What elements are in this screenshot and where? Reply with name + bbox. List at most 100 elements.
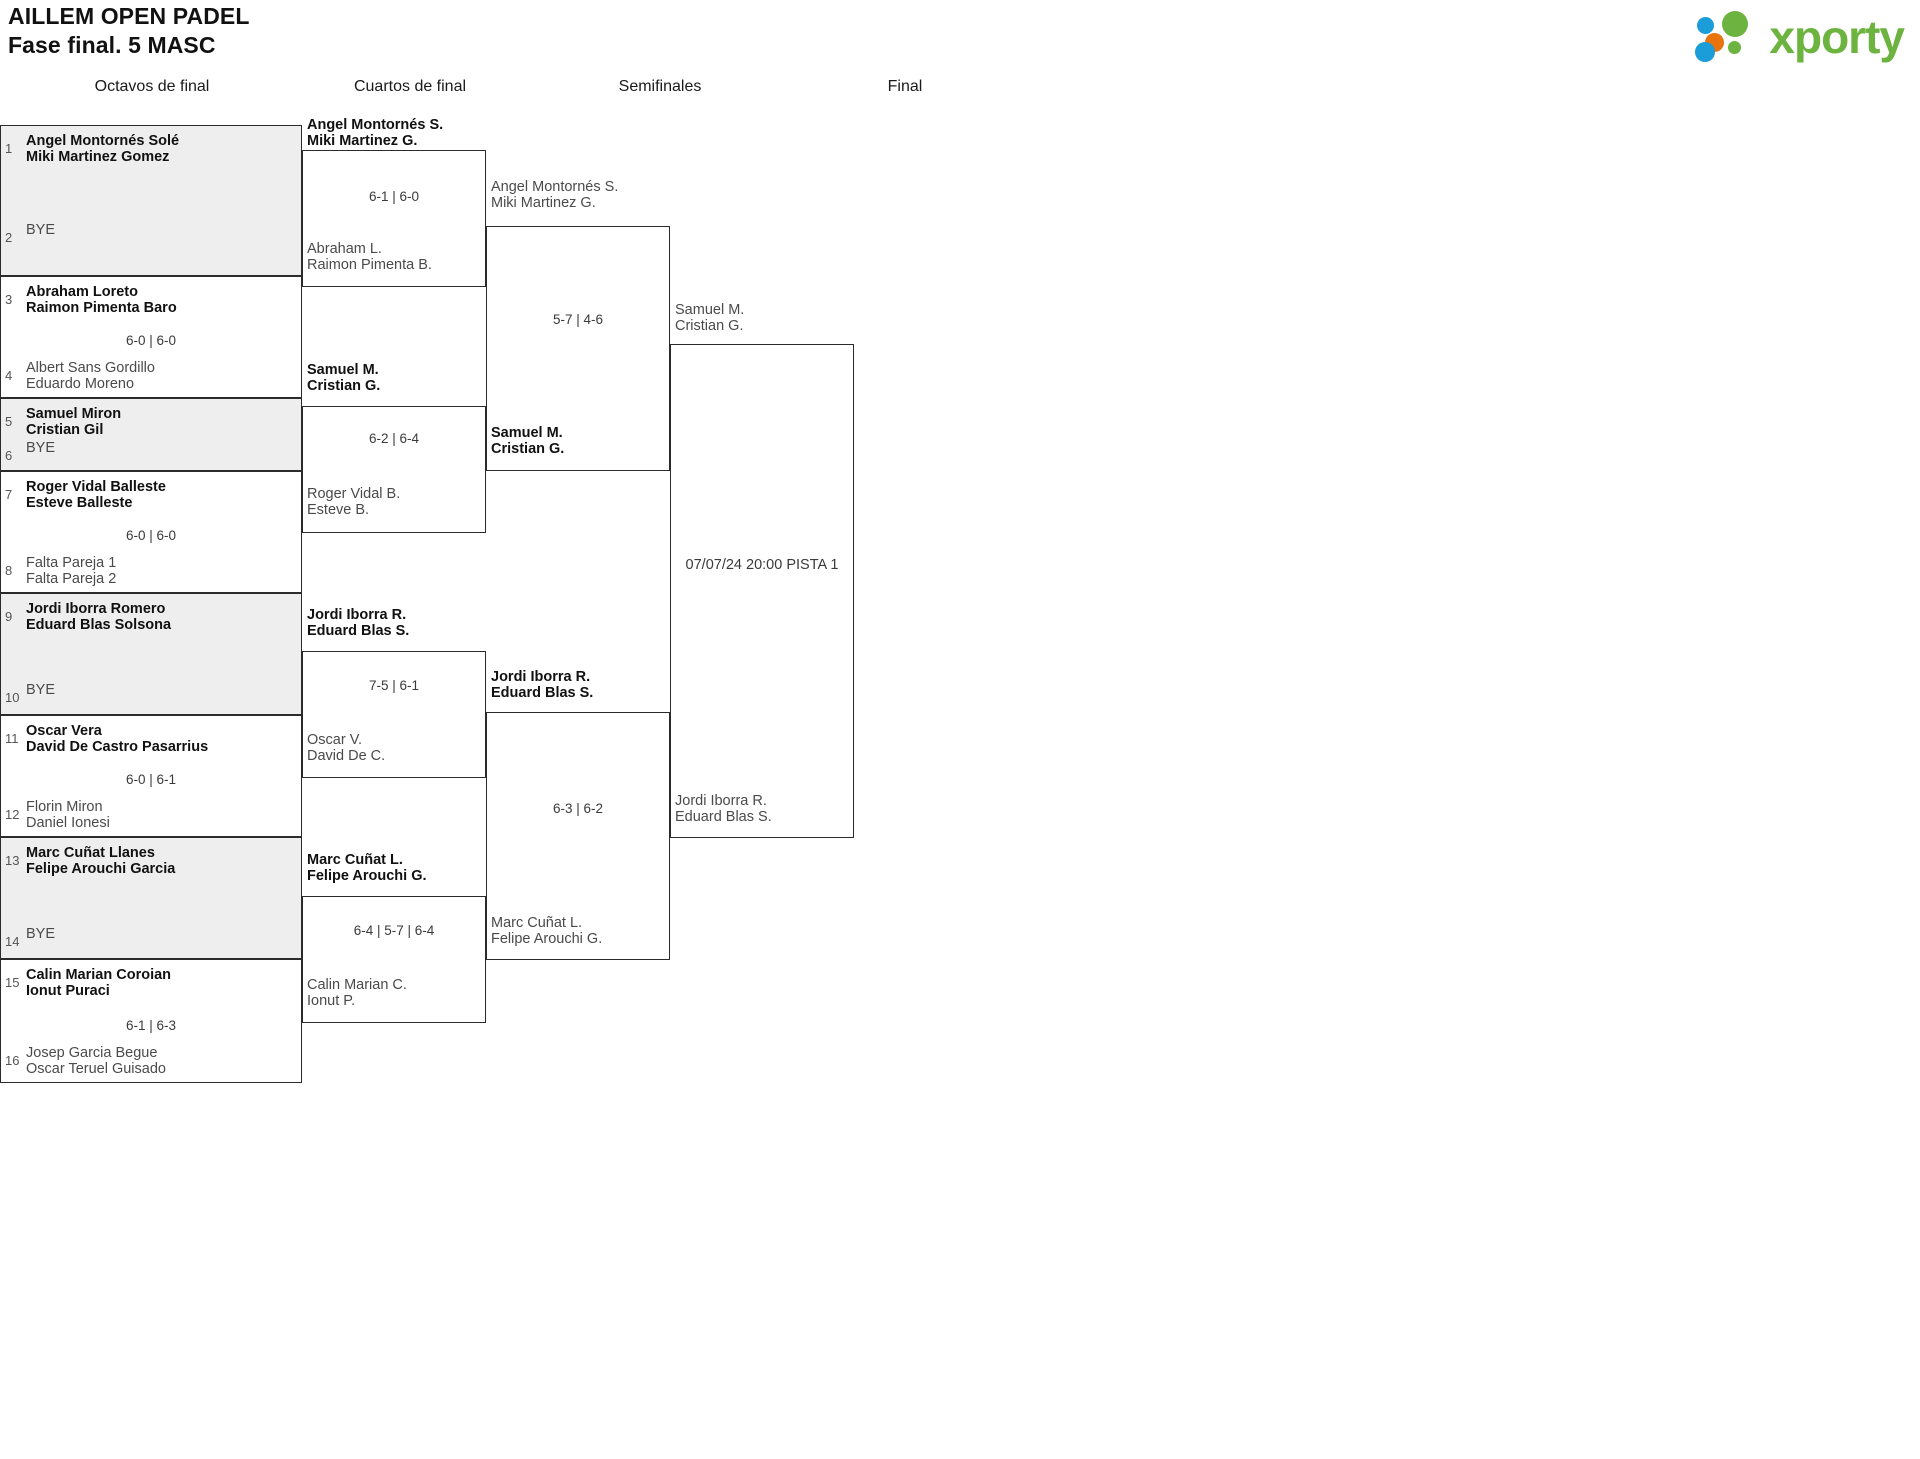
r2-match-4-top-team: Marc Cuñat L. Felipe Arouchi G. (307, 852, 427, 884)
r1-match-7-bottom-team: BYE (26, 926, 295, 943)
r1-match-6-bottom-team: Florin Miron Daniel Ionesi (26, 799, 295, 831)
r1-match-5[interactable]: 9 Jordi Iborra Romero Eduard Blas Solson… (0, 593, 302, 715)
player-name: Jordi Iborra R. (307, 607, 407, 623)
player-name: Marc Cuñat Llanes (26, 845, 155, 861)
seed-number: 10 (5, 690, 20, 705)
r2-match-4-box[interactable] (302, 896, 486, 1023)
player-name: Samuel M. (675, 302, 745, 318)
seed-number: 3 (5, 292, 13, 307)
player-name: Oscar Vera (26, 723, 102, 739)
player-name: Daniel Ionesi (26, 814, 110, 831)
player-name: Miki Martinez G. (307, 132, 418, 149)
r2-match-4-score: 6-4 | 5-7 | 6-4 (353, 923, 435, 938)
r1-match-3-bottom-team: BYE (26, 440, 295, 457)
bye-label: BYE (26, 682, 56, 698)
player-name: David De Castro Pasarrius (26, 738, 209, 755)
r4-top-team: Samuel M. Cristian G. (675, 302, 745, 334)
player-name: Raimon Pimenta B. (307, 256, 432, 273)
player-name: Cristian G. (675, 317, 744, 334)
final-schedule: 07/07/24 20:00 PISTA 1 (685, 557, 839, 573)
seed-number: 4 (5, 368, 13, 383)
player-name: Eduard Blas S. (491, 684, 594, 701)
round-header-final: Final (887, 78, 923, 95)
round-header-octavos: Octavos de final (94, 78, 210, 95)
r1-match-4-score: 6-0 | 6-0 (125, 528, 177, 543)
bye-label: BYE (26, 440, 56, 456)
r1-match-2[interactable]: 3 Abraham Loreto Raimon Pimenta Baro 6-0… (0, 276, 302, 398)
seed-number: 6 (5, 448, 13, 463)
player-name: Eduard Blas Solsona (26, 616, 172, 633)
r1-match-4[interactable]: 7 Roger Vidal Balleste Esteve Balleste 6… (0, 471, 302, 593)
player-name: Raimon Pimenta Baro (26, 299, 177, 316)
player-name: Miki Martinez G. (491, 194, 596, 211)
r1-match-7[interactable]: 13 Marc Cuñat Llanes Felipe Arouchi Garc… (0, 837, 302, 959)
player-name: Calin Marian Coroian (26, 967, 172, 983)
r2-match-3-box[interactable] (302, 651, 486, 778)
r3-match-2-top-team: Jordi Iborra R. Eduard Blas S. (491, 669, 594, 701)
r1-match-1-top-team: Angel Montornés Solé Miki Martinez Gomez (26, 133, 295, 165)
r1-match-4-top-team: Roger Vidal Balleste Esteve Balleste (26, 479, 295, 511)
player-name: Eduardo Moreno (26, 375, 135, 392)
player-name: Jordi Iborra R. (675, 793, 767, 809)
seed-number: 15 (5, 975, 20, 990)
r2-match-4-bottom-team: Calin Marian C. Ionut P. (307, 977, 407, 1009)
r2-match-1-box[interactable] (302, 150, 486, 287)
r3-match-2-box[interactable] (486, 712, 670, 960)
player-name: Ionut Puraci (26, 982, 110, 999)
seed-number: 2 (5, 230, 13, 245)
r2-match-3-top-team: Jordi Iborra R. Eduard Blas S. (307, 607, 409, 639)
r1-match-6[interactable]: 11 Oscar Vera David De Castro Pasarrius … (0, 715, 302, 837)
r1-match-8[interactable]: 15 Calin Marian Coroian Ionut Puraci 6-1… (0, 959, 302, 1083)
seed-number: 14 (5, 934, 20, 949)
bye-label: BYE (26, 926, 56, 942)
r1-match-7-top-team: Marc Cuñat Llanes Felipe Arouchi Garcia (26, 845, 295, 877)
player-name: Cristian Gil (26, 421, 104, 438)
player-name: Angel Montornés S. (307, 117, 444, 133)
player-name: Marc Cuñat L. (307, 852, 403, 868)
player-name: Cristian G. (307, 377, 381, 394)
player-name: Samuel M. (491, 425, 563, 441)
player-name: Eduard Blas S. (675, 808, 772, 825)
player-name: Felipe Arouchi G. (307, 867, 427, 884)
player-name: Albert Sans Gordillo (26, 360, 155, 376)
bye-label: BYE (26, 222, 56, 238)
r3-match-1-box[interactable] (486, 226, 670, 471)
tournament-name: AILLEM OPEN PADEL (8, 3, 250, 29)
player-name: Jordi Iborra Romero (26, 601, 166, 617)
player-name: Esteve B. (307, 501, 370, 518)
seed-number: 8 (5, 563, 13, 578)
r2-match-2-box[interactable] (302, 406, 486, 533)
page-title: AILLEM OPEN PADEL Fase final. 5 MASC (8, 2, 250, 60)
r1-match-3[interactable]: 5 Samuel Miron Cristian Gil 6 BYE (0, 398, 302, 471)
r2-match-1-top-team: Angel Montornés S. Miki Martinez G. (307, 117, 444, 149)
player-name: Oscar V. (307, 732, 363, 748)
r1-match-4-bottom-team: Falta Pareja 1 Falta Pareja 2 (26, 555, 295, 587)
player-name: Roger Vidal B. (307, 486, 401, 502)
xporty-logo: xporty (1695, 8, 1905, 66)
player-name: Miki Martinez Gomez (26, 148, 170, 165)
player-name: Calin Marian C. (307, 977, 407, 993)
r2-match-2-score: 6-2 | 6-4 (368, 431, 420, 446)
player-name: Oscar Teruel Guisado (26, 1060, 166, 1077)
r2-match-3-score: 7-5 | 6-1 (368, 678, 420, 693)
player-name: Jordi Iborra R. (491, 669, 591, 685)
r2-match-1-score: 6-1 | 6-0 (368, 189, 420, 204)
phase-name: Fase final. 5 MASC (8, 32, 216, 58)
r1-match-3-top-team: Samuel Miron Cristian Gil (26, 406, 295, 438)
player-name: Josep Garcia Begue (26, 1045, 158, 1061)
seed-number: 9 (5, 609, 13, 624)
r1-match-5-bottom-team: BYE (26, 682, 295, 699)
player-name: Abraham L. (307, 241, 382, 257)
player-name: Samuel M. (307, 362, 379, 378)
seed-number: 12 (5, 807, 20, 822)
seed-number: 1 (5, 141, 13, 156)
r1-match-1-bottom-team: BYE (26, 222, 295, 239)
r4-final-box[interactable] (670, 344, 854, 838)
r2-match-2-top-team: Samuel M. Cristian G. (307, 362, 381, 394)
player-name: Felipe Arouchi G. (491, 930, 603, 947)
seed-number: 5 (5, 414, 13, 429)
player-name: David De C. (307, 747, 386, 764)
r1-match-1[interactable]: 1 Angel Montornés Solé Miki Martinez Gom… (0, 125, 302, 276)
r1-match-8-top-team: Calin Marian Coroian Ionut Puraci (26, 967, 295, 999)
r3-match-1-score: 5-7 | 4-6 (552, 312, 604, 327)
